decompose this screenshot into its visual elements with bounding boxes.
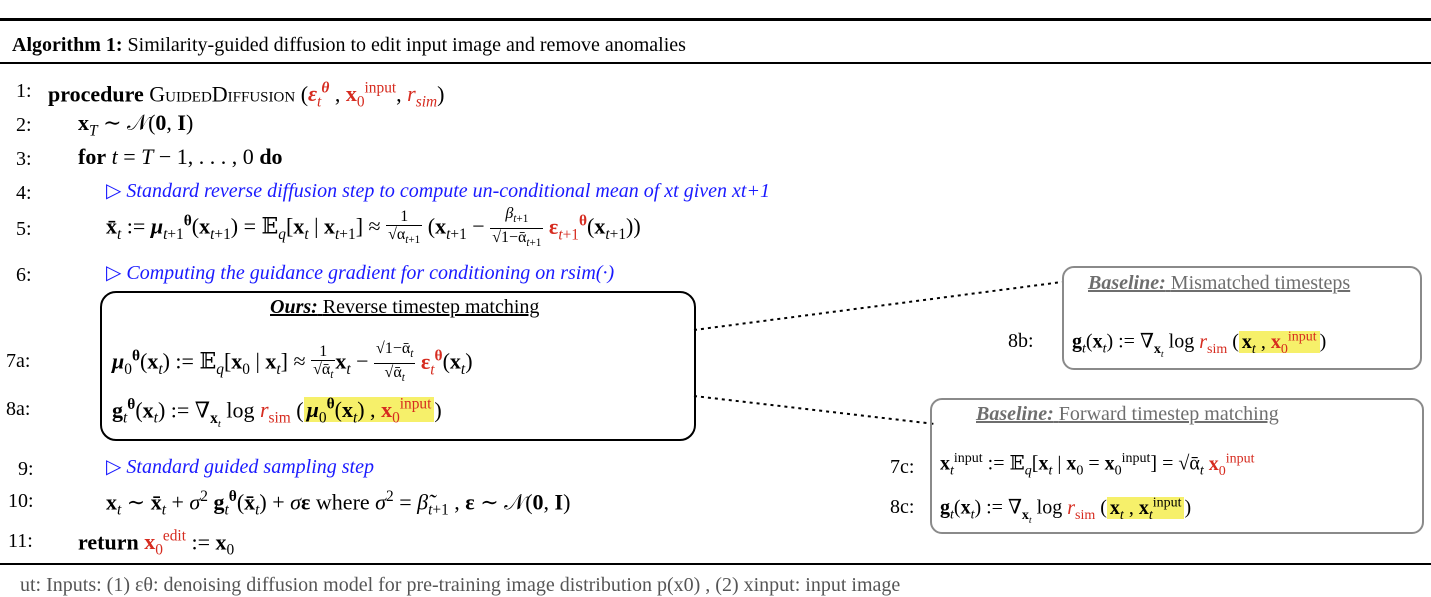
- algorithm-label: Algorithm 1:: [12, 34, 123, 56]
- baseline-8b-line: gt(xt) := ∇xt log rsim (xt , x0input): [1072, 329, 1327, 360]
- for-line: for t = T − 1, . . . , 0 do: [78, 144, 283, 169]
- fraction: 1√αt+1: [386, 208, 423, 247]
- baseline-c-rest: Forward timestep matching: [1058, 403, 1279, 425]
- header-rule: [0, 62, 1431, 64]
- line-number: 2:: [16, 114, 32, 136]
- line-number: 6:: [16, 264, 32, 286]
- baseline-b-rest: Mismatched timesteps: [1170, 272, 1351, 294]
- rsim-arg: rsim: [407, 81, 438, 111]
- comment-guided-sampling: ▷ Standard guided sampling step: [106, 456, 374, 478]
- baseline-7c-line: xtinput := 𝔼q[xt | x0 = x0input] = √ᾱt x…: [940, 451, 1255, 479]
- procedure-args: (εtθ , x0input, rsim): [300, 80, 445, 111]
- highlight-baseline-c: xt , xtinput: [1106, 495, 1185, 523]
- baseline-b-heading: Baseline: Mismatched timesteps: [1088, 272, 1350, 295]
- ours-heading: Ours: Reverse timestep matching: [270, 296, 539, 319]
- epsilon-theta-arg: εtθ: [308, 80, 330, 111]
- return-line: return x0edit := x0: [78, 528, 235, 559]
- line-number: 4:: [16, 182, 32, 204]
- line-number: 9:: [18, 458, 34, 480]
- procedure-name: GuidedDiffusion: [149, 81, 296, 107]
- line-number: 1:: [16, 80, 32, 102]
- highlight-baseline-b: xt , x0input: [1238, 329, 1320, 357]
- highlight-ours: μ0θ(xt) , x0input: [303, 396, 435, 427]
- baseline-forward-box: [930, 398, 1424, 534]
- baseline-c-bold: Baseline:: [976, 403, 1054, 425]
- line-number: 11:: [8, 530, 33, 552]
- return-keyword: return: [78, 529, 139, 555]
- x0-input-arg: x0input: [345, 80, 397, 111]
- baseline-b-bold: Baseline:: [1088, 272, 1166, 294]
- fraction: βt+1√1−ᾱt+1: [490, 205, 544, 250]
- line-number: 7a:: [6, 350, 31, 372]
- ours-box: [100, 291, 696, 441]
- baseline-c-heading: Baseline: Forward timestep matching: [976, 403, 1279, 426]
- line-number: 7c:: [890, 456, 915, 478]
- line-number: 8c:: [890, 496, 915, 518]
- ours-bold: Ours:: [270, 296, 318, 318]
- line-number: 10:: [8, 490, 34, 512]
- caption-fragment: ut: Inputs: (1) εθ: denoising diffusion …: [20, 574, 901, 596]
- line-number: 8a:: [6, 398, 31, 420]
- baseline-mismatched-box: [1062, 266, 1422, 370]
- init-line: xT ∼ 𝒩(0, I): [78, 110, 194, 140]
- comment-reverse-step: ▷ Standard reverse diffusion step to com…: [106, 180, 770, 202]
- ours-rest: Reverse timestep matching: [322, 296, 540, 318]
- bottom-rule: [0, 563, 1431, 565]
- procedure-keyword: procedure: [48, 81, 144, 107]
- line-number: 3:: [16, 148, 32, 170]
- line-number: 5:: [16, 218, 32, 240]
- procedure-line: procedure GuidedDiffusion (εtθ , x0input…: [48, 76, 444, 116]
- mean-line: x̄t := μt+1θ(xt+1) = 𝔼q[xt | xt+1] ≈ 1√α…: [106, 205, 641, 252]
- fraction: 1√ᾱt: [311, 343, 336, 382]
- baseline-8c-line: gt(xt) := ∇xt log rsim (xt , xtinput): [940, 495, 1192, 526]
- algorithm-title: Algorithm 1: Similarity-guided diffusion…: [12, 34, 686, 57]
- algorithm-title-text: Similarity-guided diffusion to edit inpu…: [127, 34, 686, 56]
- fraction: √1−ᾱt√ᾱt: [374, 340, 416, 385]
- top-rule: [0, 18, 1431, 21]
- comment-guidance: ▷ Computing the guidance gradient for co…: [106, 262, 615, 284]
- line-number: 8b:: [1008, 330, 1034, 352]
- ours-8a-line: gtθ(xt) := ∇xt log rsim (μ0θ(xt) , x0inp…: [112, 396, 442, 430]
- sampling-line: xt ∼ x̄t + σ2 gtθ(x̄t) + σε where σ2 = β…: [106, 488, 571, 519]
